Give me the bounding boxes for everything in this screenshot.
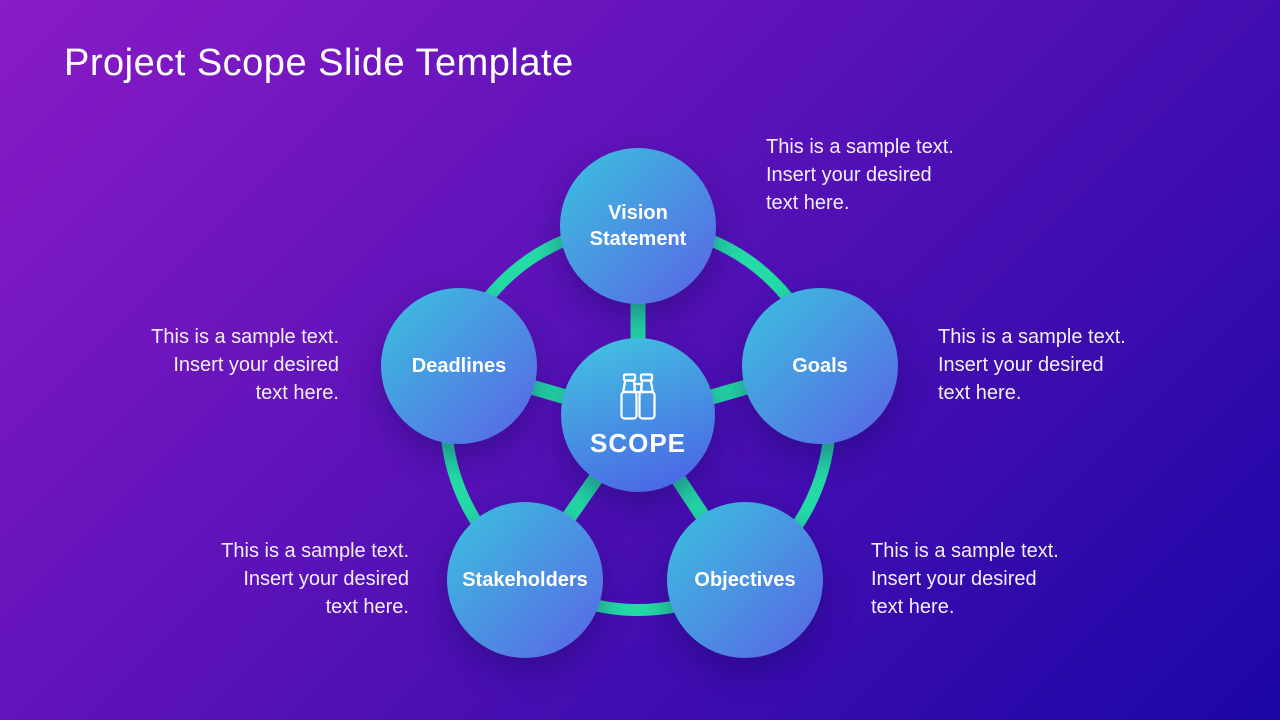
node-label: Deadlines	[411, 355, 507, 377]
node-label: Objectives	[694, 569, 796, 591]
slide-title: Project Scope Slide Template	[64, 42, 574, 84]
sample-text-goals: This is a sample text. Insert your desir…	[938, 326, 1126, 404]
scope-label: SCOPE	[589, 428, 687, 458]
node-stakeholders: Stakeholders	[447, 502, 603, 658]
center-scope-node: SCOPE	[561, 338, 715, 492]
node-objectives: Objectives	[667, 502, 823, 658]
sample-text-vision: This is a sample text. Insert your desir…	[766, 136, 954, 214]
node-label: Goals	[792, 355, 848, 377]
node-vision-statement: Vision Statement	[560, 148, 716, 304]
sample-text-objectives: This is a sample text. Insert your desir…	[871, 540, 1059, 618]
sample-text-deadlines: This is a sample text. Insert your desir…	[151, 326, 339, 404]
node-deadlines: Deadlines	[381, 288, 537, 444]
node-goals: Goals	[742, 288, 898, 444]
binoculars-icon	[620, 373, 656, 420]
node-label: Stakeholders	[462, 569, 588, 591]
node-label: Vision Statement	[589, 202, 687, 250]
sample-text-stakeholders: This is a sample text. Insert your desir…	[221, 540, 409, 618]
